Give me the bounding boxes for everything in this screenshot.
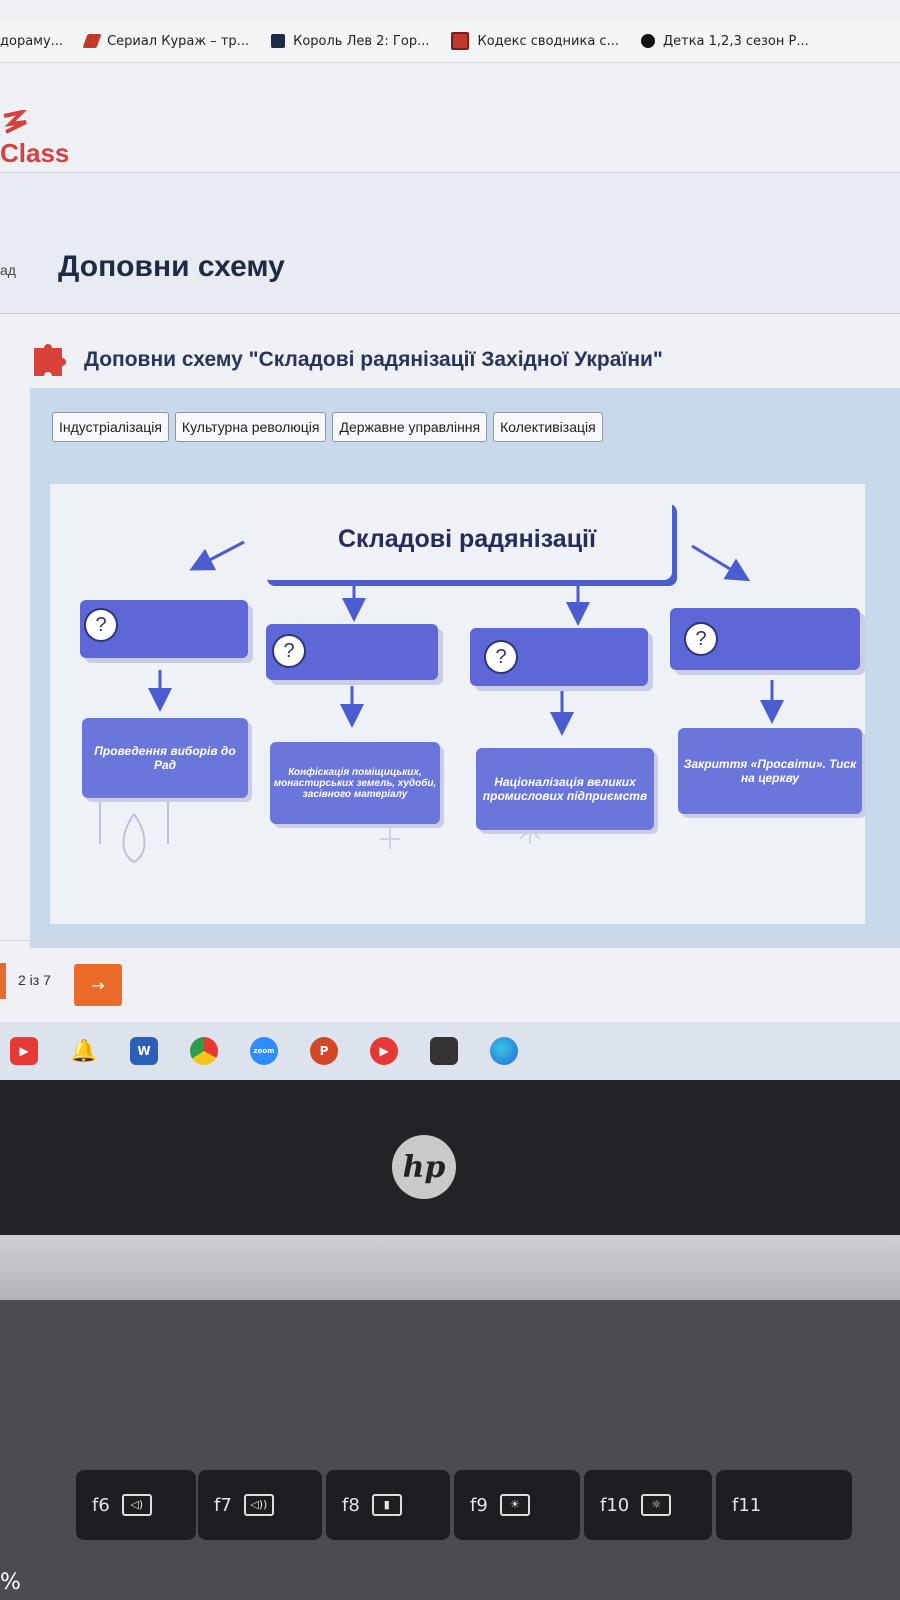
pager (0, 940, 900, 1021)
bookmark-3[interactable]: Король Лев 2: Гор... (271, 34, 429, 49)
key-f8[interactable]: f8 ▮ (326, 1470, 450, 1540)
bookmark-label: дораму... (0, 33, 64, 49)
diagram-description-2: Конфіскація поміщицьких, монастирських з… (270, 742, 440, 824)
key-f11[interactable]: f11 (716, 1470, 852, 1540)
bookmark-favicon-icon (640, 34, 655, 48)
clapperboard-icon[interactable] (430, 1037, 458, 1065)
answer-options: Індустріалізація Культурна революція Дер… (52, 412, 603, 442)
hp-logo: hp (392, 1135, 456, 1199)
bookmark-favicon-icon (82, 34, 102, 48)
question-mark-icon: ? (272, 634, 306, 668)
diagram-description-1: Проведення виборів до Рад (82, 718, 248, 798)
bookmark-2[interactable]: Сериал Кураж – тр... (82, 33, 250, 49)
brightness-up-icon: ☼ (641, 1494, 672, 1516)
bookmark-label: Король Лев 2: Гор... (293, 33, 430, 49)
puzzle-icon (34, 344, 66, 376)
bookmark-label: Сериал Кураж – тр... (107, 33, 250, 49)
bell-icon[interactable]: 🔔 (70, 1038, 98, 1064)
brightness-down-icon: ☀ (499, 1494, 530, 1516)
question-mark-icon: ? (84, 608, 118, 642)
zoom-icon[interactable]: zoom (250, 1037, 278, 1065)
task-heading: Доповни схему "Складові радянізації Захі… (30, 340, 663, 380)
diagram-description-3: Націоналізація великих промислових підпр… (476, 748, 654, 830)
key-label: f7 (214, 1494, 232, 1516)
key-label: f8 (342, 1494, 360, 1516)
bookmark-label: Кодекс сводника с... (477, 33, 619, 49)
bookmark-1[interactable]: дораму... (0, 34, 63, 49)
key-label: f10 (600, 1494, 630, 1516)
key-label: f9 (470, 1494, 488, 1516)
bookmark-4[interactable]: Кодекс сводника с... (451, 32, 619, 50)
bookmark-favicon-icon (451, 32, 470, 50)
brand-name: Class (0, 138, 70, 168)
screen: дораму... Сериал Кураж – тр... Король Ле… (0, 0, 900, 1100)
key-label: f11 (732, 1494, 762, 1516)
option-chip[interactable]: Культурна революція (174, 412, 327, 442)
mic-mute-icon: ▮ (371, 1494, 402, 1516)
taskbar: ▶ 🔔 W zoom P ▶ (0, 1022, 900, 1080)
key-f7[interactable]: f7 ◁)) (198, 1470, 322, 1540)
media-player-icon[interactable]: ▶ (370, 1037, 398, 1065)
diagram-root: Складові радянізації (262, 498, 672, 580)
page-progress: 2 із 7 (18, 972, 51, 988)
option-chip[interactable]: Державне управління (332, 412, 488, 442)
page-title: Доповни схему (58, 250, 285, 283)
diagram-root-label: Складові радянізації (337, 524, 597, 553)
question-mark-icon: ? (684, 622, 718, 656)
key-f9[interactable]: f9 ☀ (454, 1470, 580, 1540)
question-mark-icon: ? (484, 640, 518, 674)
bookmark-5[interactable]: Детка 1,2,3 сезон Р... (640, 33, 809, 49)
key-f10[interactable]: f10 ☼ (584, 1470, 712, 1540)
key-percent[interactable]: % (0, 1570, 21, 1595)
chrome-icon[interactable] (190, 1037, 218, 1065)
bookmark-label: Детка 1,2,3 сезон Р... (662, 33, 809, 49)
task-title: Доповни схему "Складові радянізації Захі… (84, 348, 663, 371)
bookmarks-bar: дораму... Сериал Кураж – тр... Король Ле… (0, 20, 900, 63)
next-button[interactable]: → (74, 964, 122, 1006)
back-link[interactable]: ад (0, 262, 16, 278)
prev-button[interactable] (0, 963, 6, 999)
key-label: f6 (92, 1494, 110, 1516)
key-f6[interactable]: f6 ◁) (76, 1470, 196, 1540)
option-chip[interactable]: Колективізація (493, 412, 603, 442)
volume-icon: ◁)) (243, 1494, 274, 1516)
option-chip[interactable]: Індустріалізація (52, 412, 169, 442)
diagram-description-4: Закриття «Просвіти». Тиск на церкву (678, 728, 862, 814)
powerpoint-icon[interactable]: P (310, 1037, 338, 1065)
word-icon[interactable]: W (130, 1037, 158, 1065)
bookmark-favicon-icon (271, 34, 286, 48)
edge-icon[interactable] (490, 1037, 518, 1065)
keyboard-deck (0, 1300, 900, 1600)
youtube-icon[interactable]: ▶ (10, 1037, 38, 1065)
screen-mirror-icon: ◁) (121, 1494, 152, 1516)
page-header (0, 172, 900, 314)
brand-logo-icon (3, 110, 27, 134)
